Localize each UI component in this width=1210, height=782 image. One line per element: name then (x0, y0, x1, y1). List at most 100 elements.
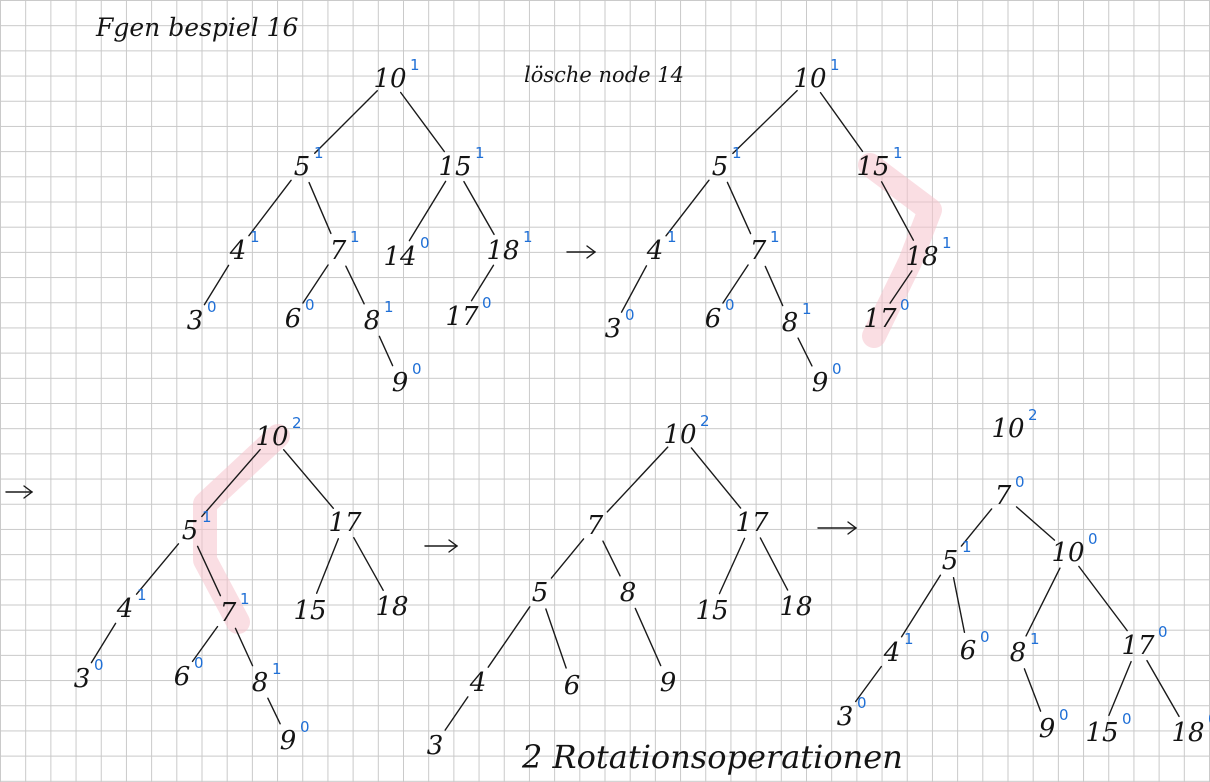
balance-factor: 0 (482, 294, 492, 312)
tree1-edge-n7-n6 (302, 264, 329, 304)
tree5-edge-n10-n17 (1078, 565, 1128, 632)
tree3-edge-n5-n4 (135, 543, 180, 595)
node-label: 7 (995, 481, 1012, 511)
node-label: 8 (782, 308, 799, 338)
balance-factor: 1 (240, 590, 250, 608)
step-arrow-3 (424, 539, 459, 553)
node-label: 6 (174, 662, 191, 692)
tree5-edge-n5-n6 (952, 576, 966, 634)
tree4-edge-n10-n17 (690, 447, 742, 509)
node-label: 4 (646, 236, 664, 266)
balance-factor: 1 (272, 660, 282, 678)
tree4-node-n7: 7 (587, 511, 604, 541)
balance-factor: 1 (250, 228, 260, 246)
balance-factor: 1 (667, 228, 677, 246)
node-label: 6 (705, 304, 722, 334)
tree-edges (90, 89, 1180, 731)
tree4-edge-n7-n8 (602, 540, 621, 577)
balance-factor: 1 (893, 144, 903, 162)
node-label: 4 (116, 594, 134, 624)
balance-factor: 0 (1122, 710, 1132, 728)
node-label: 14 (383, 242, 416, 272)
step-arrow-4 (817, 521, 858, 535)
node-label: 17 (1121, 631, 1155, 661)
tree3-edge-n17-n18 (353, 537, 384, 591)
tree2-edge-n10-n15 (819, 91, 864, 153)
node-label: 10 (793, 64, 826, 94)
node-label: 3 (605, 314, 622, 344)
node-label: 5 (294, 152, 311, 182)
tree4-edge-n4-n3 (444, 696, 469, 731)
balance-factor: 1 (802, 300, 812, 318)
node-label: 18 (905, 242, 938, 272)
balance-factor: 1 (904, 630, 914, 648)
node-label: 6 (564, 671, 581, 701)
tree5-edge-n17-n18 (1146, 659, 1180, 718)
balance-factor: 0 (832, 360, 842, 378)
balance-factor: 1 (770, 228, 780, 246)
tree1-edge-n5-n7 (308, 181, 332, 235)
node-label: 17 (863, 304, 897, 334)
tree5-edge-n7-n5 (960, 508, 993, 547)
node-label: 9 (280, 726, 297, 756)
balance-factor: 1 (410, 56, 420, 74)
balance-factor: 0 (1015, 473, 1025, 491)
balance-factor: 2 (700, 412, 710, 430)
node-label: 5 (712, 152, 729, 182)
balance-factor: 1 (475, 144, 485, 162)
node-label: 18 (779, 592, 812, 622)
tree5-edge-n17-n15 (1108, 660, 1132, 717)
tree4-edge-n5-n4 (487, 606, 531, 668)
node-label: 3 (187, 306, 204, 336)
page-title: Fgen bespiel 16 (95, 13, 298, 42)
rotation-highlight-1 (858, 153, 942, 348)
node-label: 10 (373, 64, 406, 94)
node-label: 3 (74, 664, 91, 694)
tree2-edge-n7-n8 (764, 265, 784, 307)
tree4-node-n17: 17 (735, 508, 769, 538)
tree5-edge-n4-n3 (854, 665, 883, 703)
balance-factor: 0 (625, 306, 635, 324)
node-label: 5 (532, 578, 549, 608)
node-label: 4 (883, 638, 901, 668)
node-label: 18 (1171, 718, 1204, 748)
tree2-edge-n15-n18 (880, 181, 915, 241)
balance-factor: 0 (857, 694, 867, 712)
tree3-node-n17: 17 (328, 508, 362, 538)
tree4-node-n8: 8 (620, 578, 637, 608)
tree2-edge-n10-n5 (732, 89, 798, 155)
tree1-edge-n4-n3 (203, 264, 230, 306)
tree4-node-n6: 6 (564, 671, 581, 701)
node-label: 5 (182, 516, 199, 546)
node-label: 10 (991, 414, 1024, 444)
node-label: 18 (375, 592, 408, 622)
node-label: 9 (660, 668, 677, 698)
node-label: 10 (1051, 538, 1084, 568)
node-label: 9 (1039, 714, 1056, 744)
tree3-edge-n5-n7 (196, 545, 222, 597)
tree1-edge-n18-n17 (470, 264, 495, 302)
tree3-edge-n8-n9 (267, 697, 281, 725)
tree4-node-n18: 18 (779, 592, 812, 622)
balance-factor: 0 (1158, 623, 1168, 641)
node-label: 3 (837, 702, 854, 732)
